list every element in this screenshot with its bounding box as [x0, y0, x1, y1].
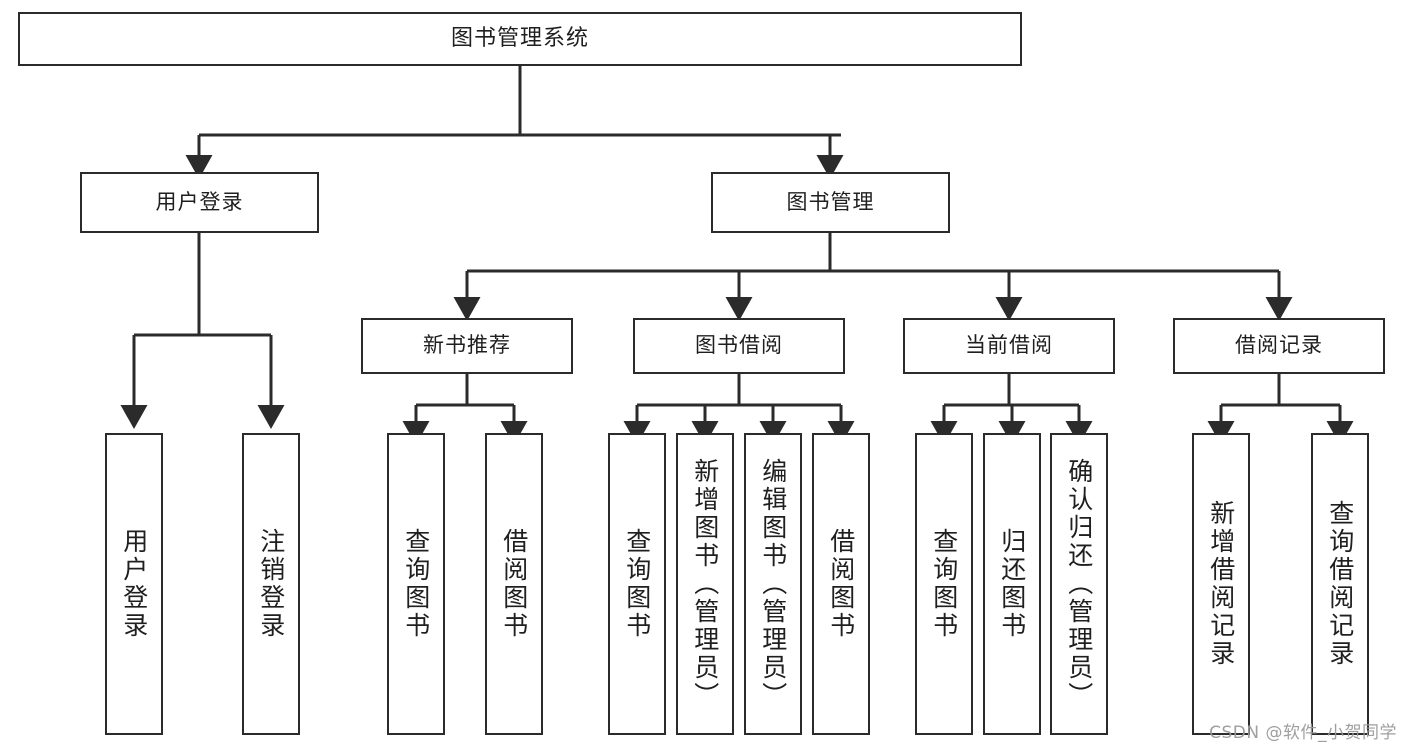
leaf-record-query-record[interactable]: 查询借阅记录 [1311, 433, 1369, 735]
leaf-borrow-borrow-book[interactable]: 借阅图书 [812, 433, 870, 735]
node-new-book-recommend[interactable]: 新书推荐 [361, 318, 573, 374]
leaf-label: 归还图书 [997, 528, 1027, 640]
leaf-borrow-add-book-admin[interactable]: 新增图书（管理员） [676, 433, 734, 735]
leaf-label: 确认归还（管理员） [1064, 458, 1094, 710]
leaf-label: 编辑图书（管理员） [758, 458, 788, 710]
leaf-recommend-borrow-book[interactable]: 借阅图书 [485, 433, 543, 735]
leaf-borrow-edit-book-admin[interactable]: 编辑图书（管理员） [744, 433, 802, 735]
leaf-label: 新增借阅记录 [1206, 500, 1236, 668]
node-root-label: 图书管理系统 [450, 25, 589, 51]
leaf-label: 查询图书 [622, 528, 652, 640]
node-current-borrow[interactable]: 当前借阅 [903, 318, 1115, 374]
leaf-user-login-signout[interactable]: 注销登录 [242, 433, 300, 735]
leaf-label: 查询图书 [929, 528, 959, 640]
leaf-record-add-record[interactable]: 新增借阅记录 [1192, 433, 1250, 735]
leaf-borrow-query-book[interactable]: 查询图书 [608, 433, 666, 735]
leaf-user-login-signin[interactable]: 用户登录 [105, 433, 163, 735]
node-current-borrow-label: 当前借阅 [965, 333, 1053, 358]
leaf-label: 注销登录 [256, 528, 286, 640]
node-user-login-label: 用户登录 [155, 189, 244, 214]
node-borrow-record[interactable]: 借阅记录 [1173, 318, 1385, 374]
node-book-borrow[interactable]: 图书借阅 [633, 318, 845, 374]
node-user-login[interactable]: 用户登录 [80, 172, 319, 233]
leaf-label: 借阅图书 [826, 528, 856, 640]
leaf-label: 查询图书 [401, 528, 431, 640]
leaf-recommend-query-book[interactable]: 查询图书 [387, 433, 445, 735]
leaf-current-return-book[interactable]: 归还图书 [983, 433, 1041, 735]
node-new-book-recommend-label: 新书推荐 [423, 333, 511, 358]
leaf-current-query-book[interactable]: 查询图书 [915, 433, 973, 735]
csdn-watermark: CSDN @软件_小贺同学 [1209, 723, 1397, 743]
leaf-current-confirm-return-admin[interactable]: 确认归还（管理员） [1050, 433, 1108, 735]
node-borrow-record-label: 借阅记录 [1235, 333, 1323, 358]
leaf-label: 借阅图书 [499, 528, 529, 640]
leaf-label: 新增图书（管理员） [690, 458, 720, 710]
node-root[interactable]: 图书管理系统 [18, 12, 1022, 66]
node-book-borrow-label: 图书借阅 [695, 333, 783, 358]
node-book-management-label: 图书管理 [786, 189, 875, 214]
node-book-management[interactable]: 图书管理 [711, 172, 950, 233]
leaf-label: 用户登录 [119, 528, 149, 640]
leaf-label: 查询借阅记录 [1325, 500, 1355, 668]
